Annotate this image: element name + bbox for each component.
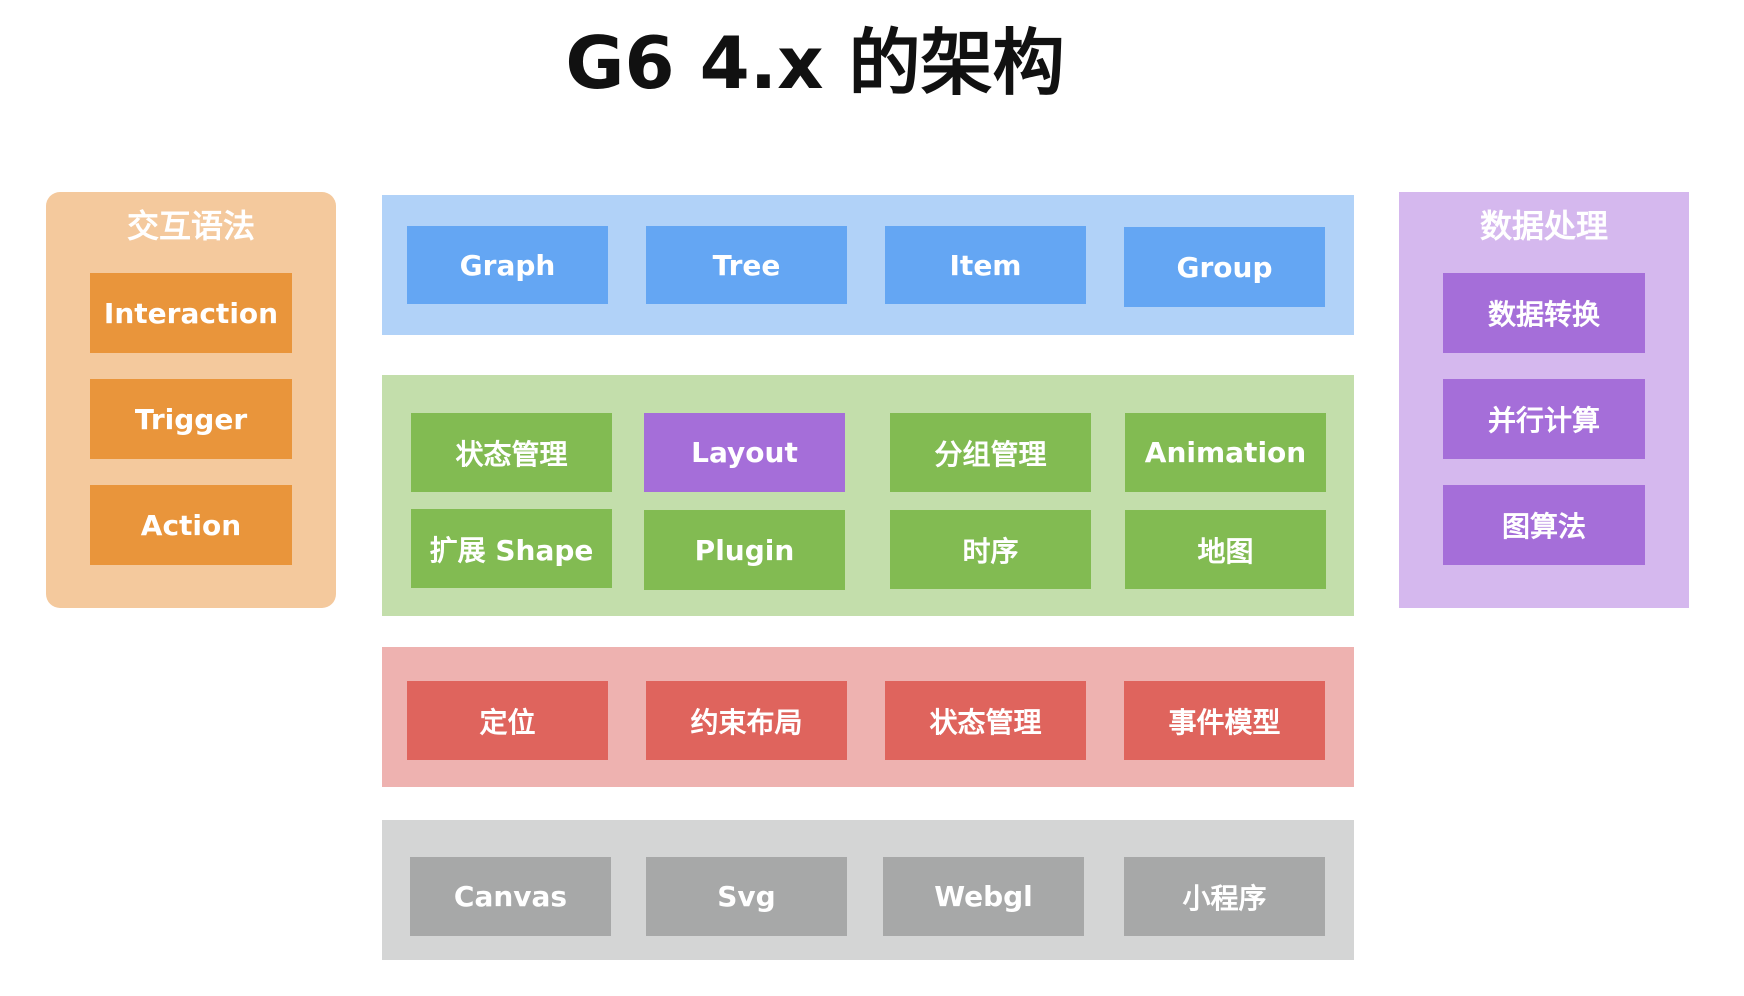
animation-box: Animation xyxy=(1125,413,1326,492)
constraint-layout-box: 约束布局 xyxy=(646,681,847,760)
tree-box: Tree xyxy=(646,226,847,304)
plugin-box: Plugin xyxy=(644,510,845,590)
trigger-box: Trigger xyxy=(90,379,292,459)
group-management-box: 分组管理 xyxy=(890,413,1091,492)
webgl-box: Webgl xyxy=(883,857,1084,936)
group-box: Group xyxy=(1124,227,1325,307)
positioning-box: 定位 xyxy=(407,681,608,760)
item-box: Item xyxy=(885,226,1086,304)
graph-algorithm-box: 图算法 xyxy=(1443,485,1645,565)
feature-layer-panel: 状态管理 Layout 分组管理 Animation 扩展 Shape Plug… xyxy=(382,375,1354,616)
interaction-panel-title: 交互语法 xyxy=(126,207,255,245)
map-box: 地图 xyxy=(1125,510,1326,589)
core-layer-panel: Graph Tree Item Group xyxy=(382,195,1354,335)
mini-program-box: 小程序 xyxy=(1124,857,1325,936)
base-state-management-box: 状态管理 xyxy=(885,681,1086,760)
data-processing-panel-title: 数据处理 xyxy=(1479,207,1608,245)
base-layer-panel: 定位 约束布局 状态管理 事件模型 xyxy=(382,647,1354,787)
render-layer-panel: Canvas Svg Webgl 小程序 xyxy=(382,820,1354,960)
state-management-box: 状态管理 xyxy=(411,413,612,492)
parallel-compute-box: 并行计算 xyxy=(1443,379,1645,459)
data-processing-panel: 数据处理 数据转换 并行计算 图算法 xyxy=(1399,192,1689,608)
svg-box: Svg xyxy=(646,857,847,936)
data-transform-box: 数据转换 xyxy=(1443,273,1645,353)
interaction-box: Interaction xyxy=(90,273,292,353)
event-model-box: 事件模型 xyxy=(1124,681,1325,760)
timing-box: 时序 xyxy=(890,510,1091,589)
diagram-title: G6 4.x 的架构 xyxy=(565,21,1065,105)
canvas-box: Canvas xyxy=(410,857,611,936)
extend-shape-box: 扩展 Shape xyxy=(411,509,612,588)
action-box: Action xyxy=(90,485,292,565)
layout-box: Layout xyxy=(644,413,845,492)
graph-box: Graph xyxy=(407,226,608,304)
interaction-panel: 交互语法 Interaction Trigger Action xyxy=(46,192,336,608)
